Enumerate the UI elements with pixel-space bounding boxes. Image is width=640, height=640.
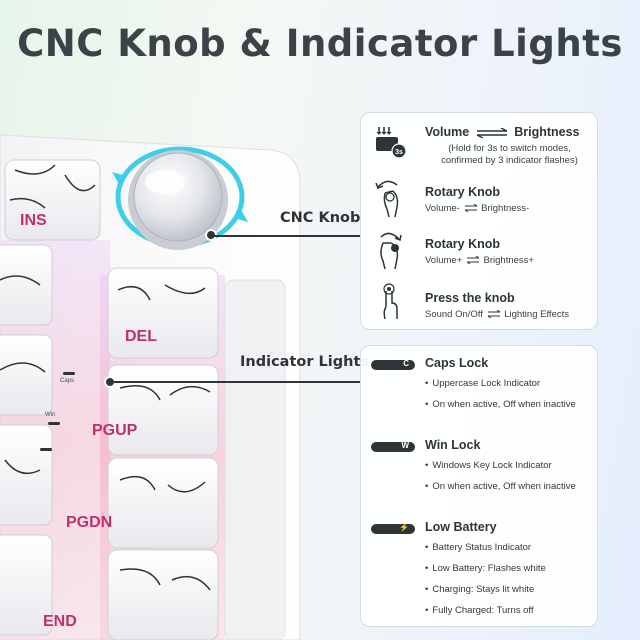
caps-lock-bullet: On when active, Off when inactive <box>425 399 575 410</box>
key-pgdn-label: PGDN <box>66 514 113 531</box>
volume-plus-label: Volume+ <box>425 255 463 266</box>
hold-instructions: (Hold for 3s to switch modes, confirmed … <box>441 143 578 166</box>
low-battery-indicator-icon: ⚡ <box>371 523 415 534</box>
win-lock-indicator-icon: W <box>371 441 415 452</box>
win-lock-bullet: On when active, Off when inactive <box>425 481 575 492</box>
brightness-plus-label: Brightness+ <box>483 255 534 266</box>
win-lock-section: W Win Lock Windows Key Lock Indicator On… <box>361 438 597 508</box>
low-battery-title: Low Battery <box>425 520 497 534</box>
toggle-arrows-icon <box>476 127 508 138</box>
win-indicator-label: Win <box>45 412 56 418</box>
lighting-effects-label: Lighting Effects <box>504 309 569 320</box>
low-battery-bullet: Charging: Stays lit white <box>425 584 534 595</box>
key-ins-label: INS <box>20 212 47 229</box>
page-title: CNC Knob & Indicator Lights <box>17 22 623 65</box>
low-battery-bullet: Low Battery: Flashes white <box>425 563 546 574</box>
low-battery-section: ⚡ Low Battery Battery Status Indicator L… <box>361 520 597 626</box>
key-del-label: DEL <box>125 328 157 345</box>
knob-functions-panel: 3s Volume Brightness (Hold for 3s to swi… <box>360 112 598 330</box>
caps-lock-title: Caps Lock <box>425 356 489 370</box>
knob-callout-line <box>214 235 360 237</box>
rotary-knob-left-title: Rotary Knob <box>425 185 500 199</box>
volume-brightness-row: 3s Volume Brightness (Hold for 3s to swi… <box>361 123 597 173</box>
low-battery-bullet: Fully Charged: Turns off <box>425 605 533 616</box>
rotary-knob-right-title: Rotary Knob <box>425 237 500 251</box>
key-end-label: END <box>43 613 77 630</box>
win-lock-bullet: Windows Key Lock Indicator <box>425 460 551 471</box>
key-pgup-label: PGUP <box>92 422 138 439</box>
rotate-right-hand-icon <box>380 232 402 270</box>
caps-lock-indicator-icon: C <box>371 359 415 370</box>
brightness-minus-label: Brightness- <box>481 203 530 214</box>
volume-minus-label: Volume- <box>425 203 460 214</box>
sound-toggle-label: Sound On/Off <box>425 309 483 320</box>
hold-3s-icon: 3s <box>376 127 407 159</box>
brightness-title: Brightness <box>514 125 580 139</box>
rotary-knob-right-row: Rotary Knob Volume+ Brightness+ <box>361 227 597 277</box>
win-lock-title: Win Lock <box>425 438 481 452</box>
toggle-arrows-small-icon <box>464 204 477 213</box>
low-battery-bullet: Battery Status Indicator <box>425 542 531 553</box>
lights-callout-line <box>114 381 360 383</box>
lights-callout-label: Indicator Lights <box>240 354 370 370</box>
indicator-lights-panel: C Caps Lock Uppercase Lock Indicator On … <box>360 345 598 627</box>
press-finger-icon <box>383 283 398 320</box>
caps-lock-section: C Caps Lock Uppercase Lock Indicator On … <box>361 356 597 426</box>
press-knob-title: Press the knob <box>425 291 515 305</box>
volume-title: Volume <box>425 125 470 139</box>
toggle-arrows-small-icon <box>487 310 500 319</box>
rotary-knob-left-row: Rotary Knob Volume- Brightness- <box>361 175 597 225</box>
rotate-left-hand-icon <box>375 180 399 218</box>
toggle-arrows-small-icon <box>466 256 480 265</box>
press-knob-row: Press the knob Sound On/Off Lighting Eff… <box>361 279 597 329</box>
hold-3s-label: 3s <box>395 149 403 156</box>
knob-callout-label: CNC Knob <box>280 210 361 226</box>
caps-indicator-label: Caps <box>60 378 75 384</box>
caps-lock-bullet: Uppercase Lock Indicator <box>425 378 540 389</box>
